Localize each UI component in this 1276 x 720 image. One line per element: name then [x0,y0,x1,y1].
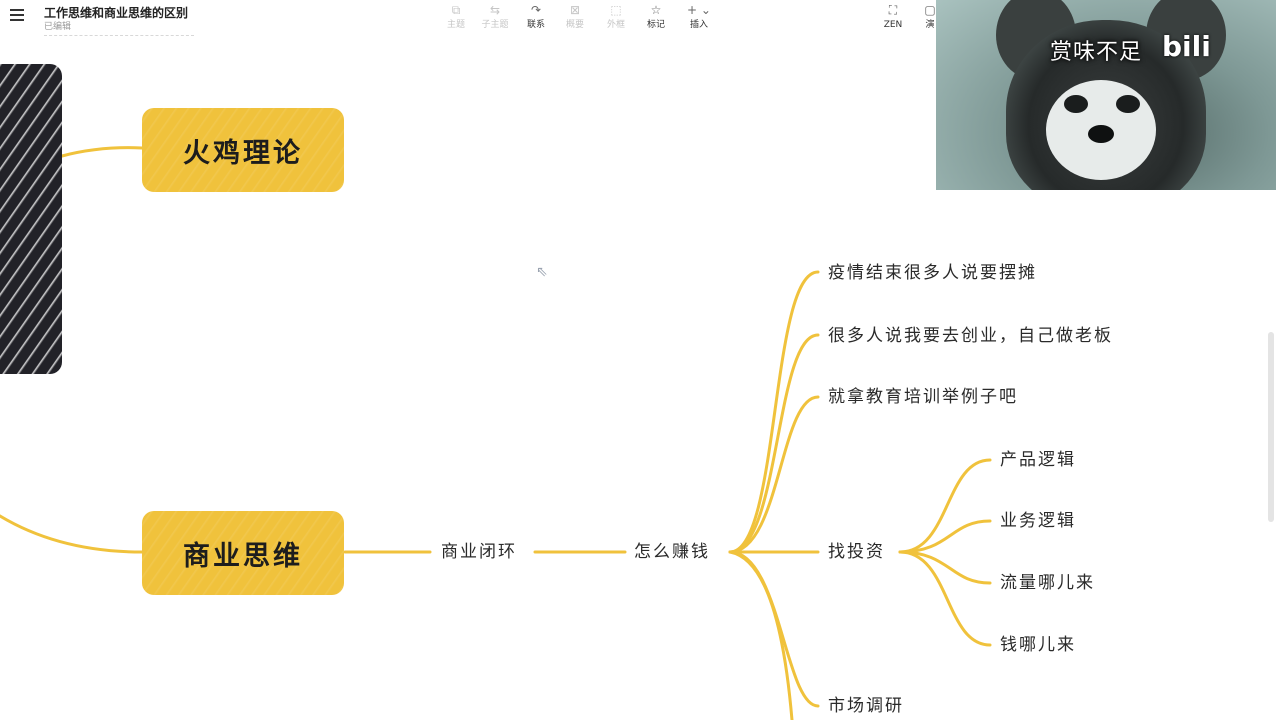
node-branch-investment[interactable]: 找投资 [828,542,885,562]
topic-icon: ⧉ [451,3,461,17]
zen-mode-button[interactable]: ⛶ ZEN [871,3,915,31]
insert-button[interactable]: + ⌄ 插入 [677,3,721,31]
bilibili-logo: bili [1162,30,1211,63]
video-overlay: 赏味不足 bili [936,0,1276,190]
node-money-source[interactable]: 钱哪儿来 [1000,635,1076,655]
red-panda-eye [1064,95,1088,113]
boundary-icon: ⬚ [610,3,622,17]
hamburger-menu-icon[interactable] [10,9,24,21]
marker-button[interactable]: ☆ 标记 [634,3,678,31]
topic-turkey-theory[interactable]: 火鸡理论 [142,108,344,192]
present-icon: ▢ [924,3,936,17]
summary-button[interactable]: ⊠ 概要 [553,3,597,31]
mouse-pointer-icon: ⇖ [536,264,548,280]
node-branch-education[interactable]: 就拿教育培训举例子吧 [828,387,1018,407]
relation-icon: ↷ [530,3,542,17]
node-branch-startup[interactable]: 很多人说我要去创业，自己做老板 [828,326,1113,346]
relation-button[interactable]: ↷ 联系 [514,3,558,31]
video-caption: 赏味不足 [1050,40,1143,65]
node-closed-loop[interactable]: 商业闭环 [441,542,517,562]
document-title[interactable]: 工作思维和商业思维的区别 [44,6,189,20]
red-panda-eye [1116,95,1140,113]
topic-business-thinking[interactable]: 商业思维 [142,511,344,595]
node-branch-stall[interactable]: 疫情结束很多人说要摆摊 [828,263,1037,283]
boundary-button[interactable]: ⬚ 外框 [594,3,638,31]
node-business-logic[interactable]: 业务逻辑 [1000,511,1076,531]
node-traffic-source[interactable]: 流量哪儿来 [1000,573,1095,593]
subtopic-button[interactable]: ⇆ 子主题 [473,3,517,31]
node-product-logic[interactable]: 产品逻辑 [1000,450,1076,470]
node-make-money[interactable]: 怎么赚钱 [634,542,710,562]
summary-icon: ⊠ [569,3,581,17]
document-status: 已编辑 [44,22,72,32]
red-panda-nose [1088,125,1114,143]
topic-button[interactable]: ⧉ 主题 [434,3,478,31]
subtopic-icon: ⇆ [489,3,501,17]
node-branch-market-research[interactable]: 市场调研 [828,696,904,716]
title-divider [44,35,194,36]
zen-icon: ⛶ [888,3,898,17]
present-button[interactable]: ▢ 演 [908,3,952,31]
star-icon: ☆ [650,3,662,17]
vertical-scrollbar[interactable] [1268,332,1274,522]
collapsed-root-node[interactable] [0,64,62,374]
plus-icon: + ⌄ [687,3,711,17]
